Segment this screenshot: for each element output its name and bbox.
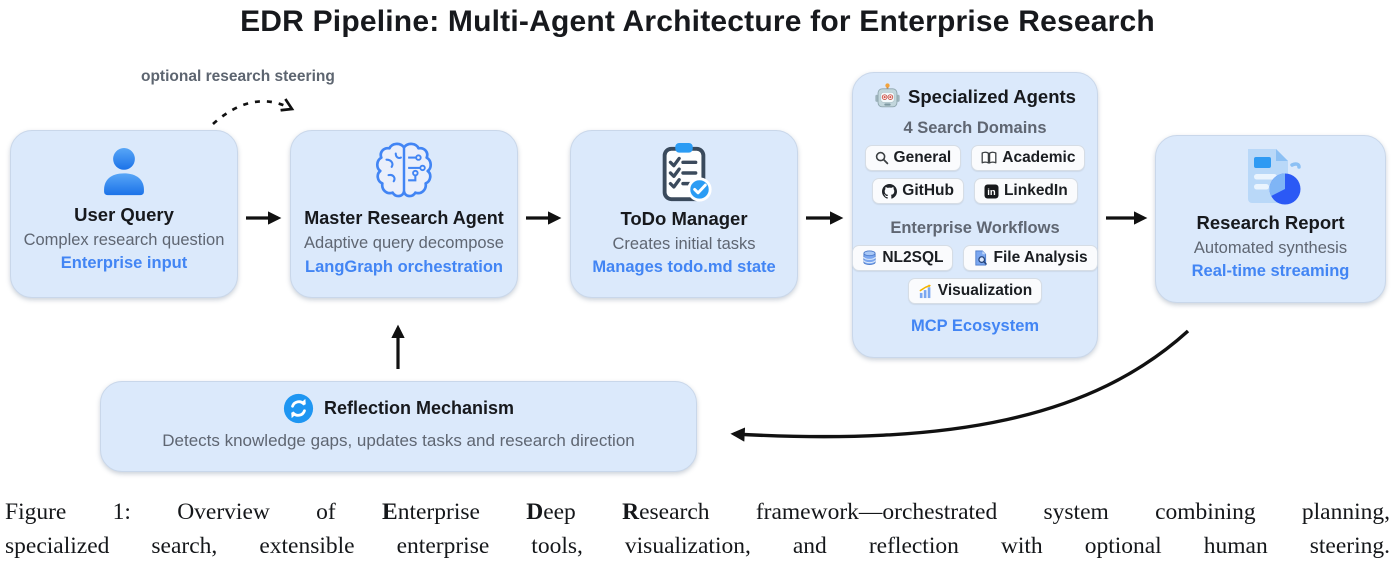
node-accent: MCP Ecosystem [910,317,1040,335]
caption-bold-d: D [526,499,544,525]
badge-github: GitHub [872,178,964,204]
node-accent: LangGraph orchestration [304,257,504,276]
robot-icon [874,83,901,110]
node-subtitle: Creates initial tasks [612,235,756,254]
node-accent: Enterprise input [60,254,188,273]
node-research-report: Research Report Automated synthesis Real… [1155,135,1386,303]
open-book-icon [981,151,997,165]
linkedin-icon: in [984,184,999,199]
badge-label: General [893,149,952,166]
caption-text: Figure 1: Overview of [5,499,383,525]
badge-visualization: Visualization [907,278,1043,304]
caption-text: framework—orchestrated system combining … [709,499,1390,525]
badge-nl2sql: NL2SQL [852,245,954,271]
badge-label: Visualization [937,282,1033,299]
caption-text: nterprise [397,499,527,525]
badge-academic: Academic [971,145,1086,171]
caption-line-1: Figure 1: Overview of Enterprise Deep Re… [5,495,1390,529]
node-title: Reflection Mechanism [323,398,515,418]
enterprise-workflows-heading: Enterprise Workflows [890,219,1060,237]
badge-linkedin: in LinkedIn [973,178,1078,204]
workflow-badge-row-2: Visualization [907,278,1043,304]
document-pie-icon [1236,145,1306,207]
node-subtitle: Adaptive query decompose [304,234,504,253]
node-specialized-agents: Specialized Agents 4 Search Domains Gene… [852,72,1098,358]
badge-label: File Analysis [993,249,1088,266]
search-badge-row-2: GitHub in LinkedIn [872,178,1078,204]
node-title: Master Research Agent [304,208,504,228]
node-todo-manager: ToDo Manager Creates initial tasks Manag… [570,130,798,298]
node-subtitle: Automated synthesis [1193,239,1348,258]
node-title: Research Report [1196,212,1345,233]
search-badge-row-1: General Academic [864,145,1086,171]
caption-text: eep [543,499,623,525]
node-master-research-agent: Master Research Agent Adaptive query dec… [290,130,518,298]
caption-bold-r: R [622,499,640,525]
badge-label: NL2SQL [882,249,944,266]
svg-text:in: in [987,187,996,198]
badge-general: General [864,145,962,171]
database-icon [862,250,877,266]
workflow-badge-row-1: NL2SQL File Analysis [852,245,1098,271]
steering-dashed-arrow [212,98,295,126]
badge-label: LinkedIn [1003,182,1068,199]
node-title: ToDo Manager [620,208,748,229]
figure-caption: Figure 1: Overview of Enterprise Deep Re… [5,495,1390,563]
specialized-agents-header: Specialized Agents [874,83,1076,110]
node-accent: Real-time streaming [1191,262,1350,281]
badge-file-analysis: File Analysis [963,245,1098,271]
caption-bold-e: E [382,499,398,525]
node-user-query: User Query Complex research question Ent… [10,130,238,298]
node-title: Specialized Agents [908,85,1076,107]
node-accent: Manages todo.md state [592,258,776,277]
node-reflection-mechanism: Reflection Mechanism Detects knowledge g… [100,381,697,472]
caption-line-2: specialized search, extensible enterpris… [5,533,1390,560]
node-subtitle: Detects knowledge gaps, updates tasks an… [162,431,635,450]
github-icon [882,183,898,199]
refresh-icon [283,393,314,424]
steering-label: optional research steering [141,68,335,85]
badge-label: Academic [1002,149,1076,166]
search-domains-heading: 4 Search Domains [903,119,1047,137]
badge-label: GitHub [902,182,954,199]
node-subtitle: Complex research question [23,231,225,250]
reflection-header: Reflection Mechanism [283,393,514,424]
node-title: User Query [74,204,174,225]
bar-chart-icon [918,284,933,299]
ai-brain-icon [371,139,437,203]
file-search-icon [973,250,988,266]
diagram-title: EDR Pipeline: Multi-Agent Architecture f… [240,5,1155,38]
search-icon [875,151,889,165]
caption-text: esearch [639,499,710,525]
person-icon [95,146,153,199]
clipboard-check-icon [655,141,713,203]
